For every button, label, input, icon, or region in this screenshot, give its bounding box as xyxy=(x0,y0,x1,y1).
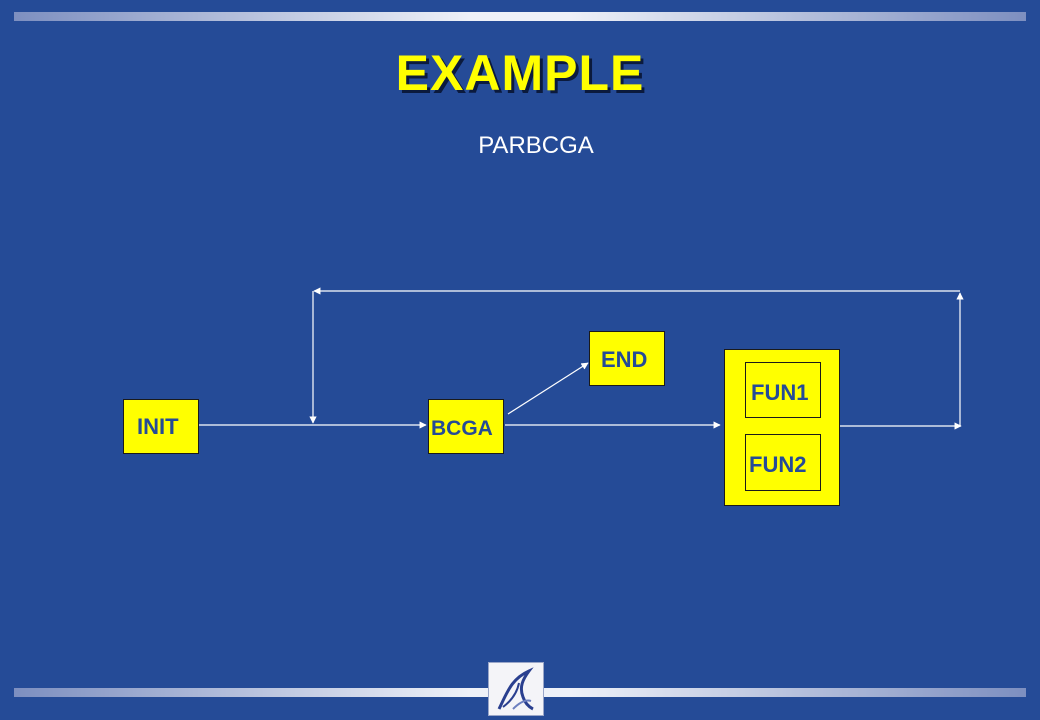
institution-logo xyxy=(488,662,544,716)
arrow-bcga-to-end xyxy=(507,362,589,415)
fun1-node xyxy=(745,362,821,418)
end-node xyxy=(589,331,665,386)
init-label: INIT xyxy=(137,414,179,439)
bird-logo-icon xyxy=(490,664,542,714)
fun1-label: FUN1 xyxy=(751,380,809,405)
slide-subtitle: PARBCGA xyxy=(478,132,594,159)
fun2-node xyxy=(745,434,821,491)
init-node xyxy=(123,399,199,454)
top-decorative-bar xyxy=(14,12,1026,21)
bcga-label: BCGA xyxy=(431,417,493,440)
bcga-node xyxy=(428,399,504,454)
fun2-label: FUN2 xyxy=(749,452,807,477)
end-label: END xyxy=(601,347,648,372)
slide-title: EXAMPLE xyxy=(395,45,645,101)
